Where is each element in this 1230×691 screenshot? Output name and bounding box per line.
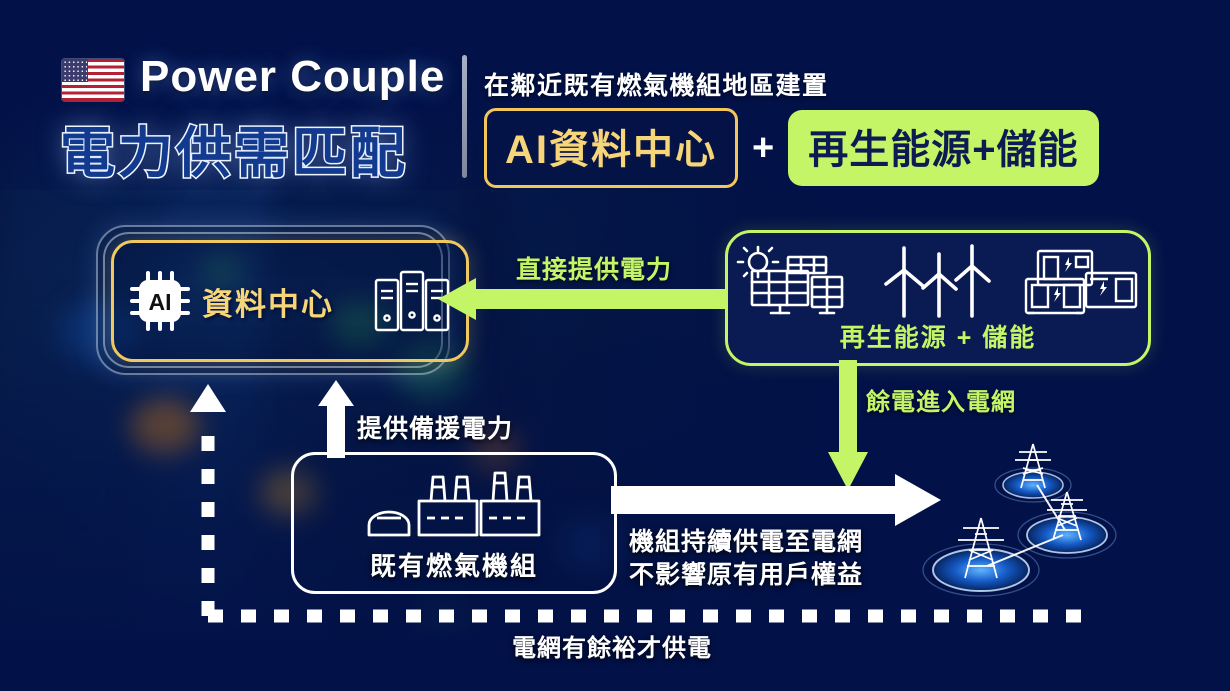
page-title-english: Power Couple — [140, 52, 446, 101]
header: Power Couple 電力供需匹配 在鄰近既有燃氣機組地區建置 AI資料中心… — [0, 0, 1230, 195]
node-renewable-storage-label: 再生能源 + 儲能 — [839, 324, 1037, 352]
arrow-surplus-to-grid — [826, 360, 870, 490]
badge-ai-datacenter: AI資料中心 — [484, 108, 738, 188]
wind-turbine-icon — [880, 244, 998, 318]
gas-power-plant-icon — [294, 463, 614, 541]
ai-chip-icon: AI — [130, 271, 190, 331]
label-grid-supply-line2: 不影響原有用戶權益 — [629, 561, 864, 589]
badge-ai-datacenter-label: AI資料中心 — [505, 128, 717, 172]
badge-renewable-storage: 再生能源+儲能 — [788, 110, 1099, 186]
arrow-conditional-supply-dashed — [190, 384, 1090, 623]
us-flag-icon — [62, 59, 124, 101]
header-formula: AI資料中心 + 再生能源+儲能 — [484, 108, 1099, 188]
plus-sign: + — [752, 126, 775, 169]
page-title-chinese: 電力供需匹配 — [58, 121, 409, 186]
label-grid-supply: 機組持續供電至電網 不影響原有用戶權益 — [629, 526, 863, 592]
label-grid-supply-line1: 機組持續供電至電網 — [629, 528, 864, 556]
arrow-direct-supply — [438, 276, 728, 322]
label-direct-supply: 直接提供電力 — [516, 256, 673, 284]
node-renewable-storage: 再生能源 + 儲能 — [725, 230, 1151, 366]
label-conditional-supply: 電網有餘裕才供電 — [512, 635, 712, 662]
node-existing-gas-plant-label: 既有燃氣機組 — [369, 551, 538, 581]
node-ai-datacenter: AI 資料中心 — [111, 240, 469, 362]
node-ai-datacenter-label: 資料中心 — [202, 286, 334, 322]
label-backup-power: 提供備援電力 — [357, 415, 514, 443]
header-subheading: 在鄰近既有燃氣機組地區建置 — [484, 72, 829, 100]
solar-panel-icon — [736, 245, 854, 317]
badge-renewable-storage-label: 再生能源+儲能 — [808, 128, 1079, 172]
header-divider — [462, 55, 467, 178]
power-grid-towers-icon — [915, 430, 1117, 610]
label-surplus-to-grid: 餘電進入電網 — [866, 389, 1016, 416]
battery-storage-icon — [1024, 243, 1140, 319]
arrow-grid-supply — [611, 472, 941, 528]
server-rack-icon — [374, 268, 450, 334]
svg-text:AI: AI — [149, 289, 172, 315]
node-existing-gas-plant: 既有燃氣機組 — [291, 452, 617, 594]
arrow-backup-power — [318, 380, 354, 458]
